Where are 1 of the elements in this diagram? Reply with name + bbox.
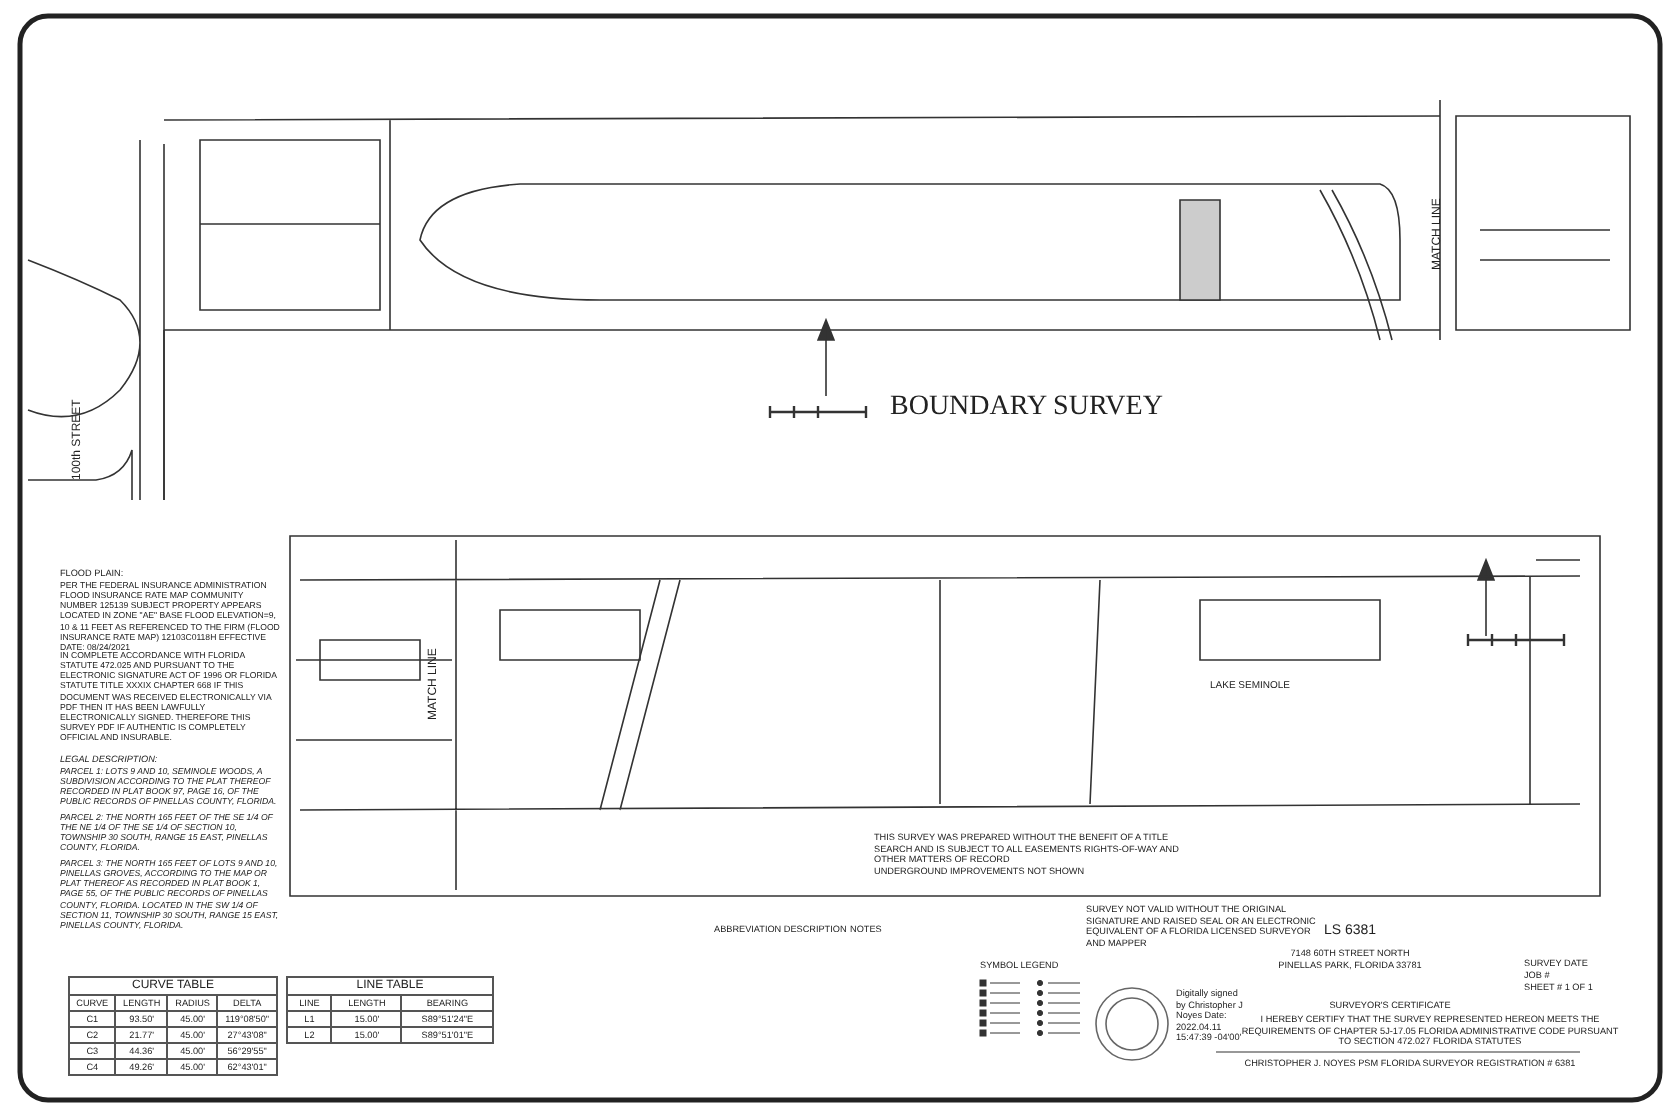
drawing-title: BOUNDARY SURVEY: [890, 392, 1163, 426]
